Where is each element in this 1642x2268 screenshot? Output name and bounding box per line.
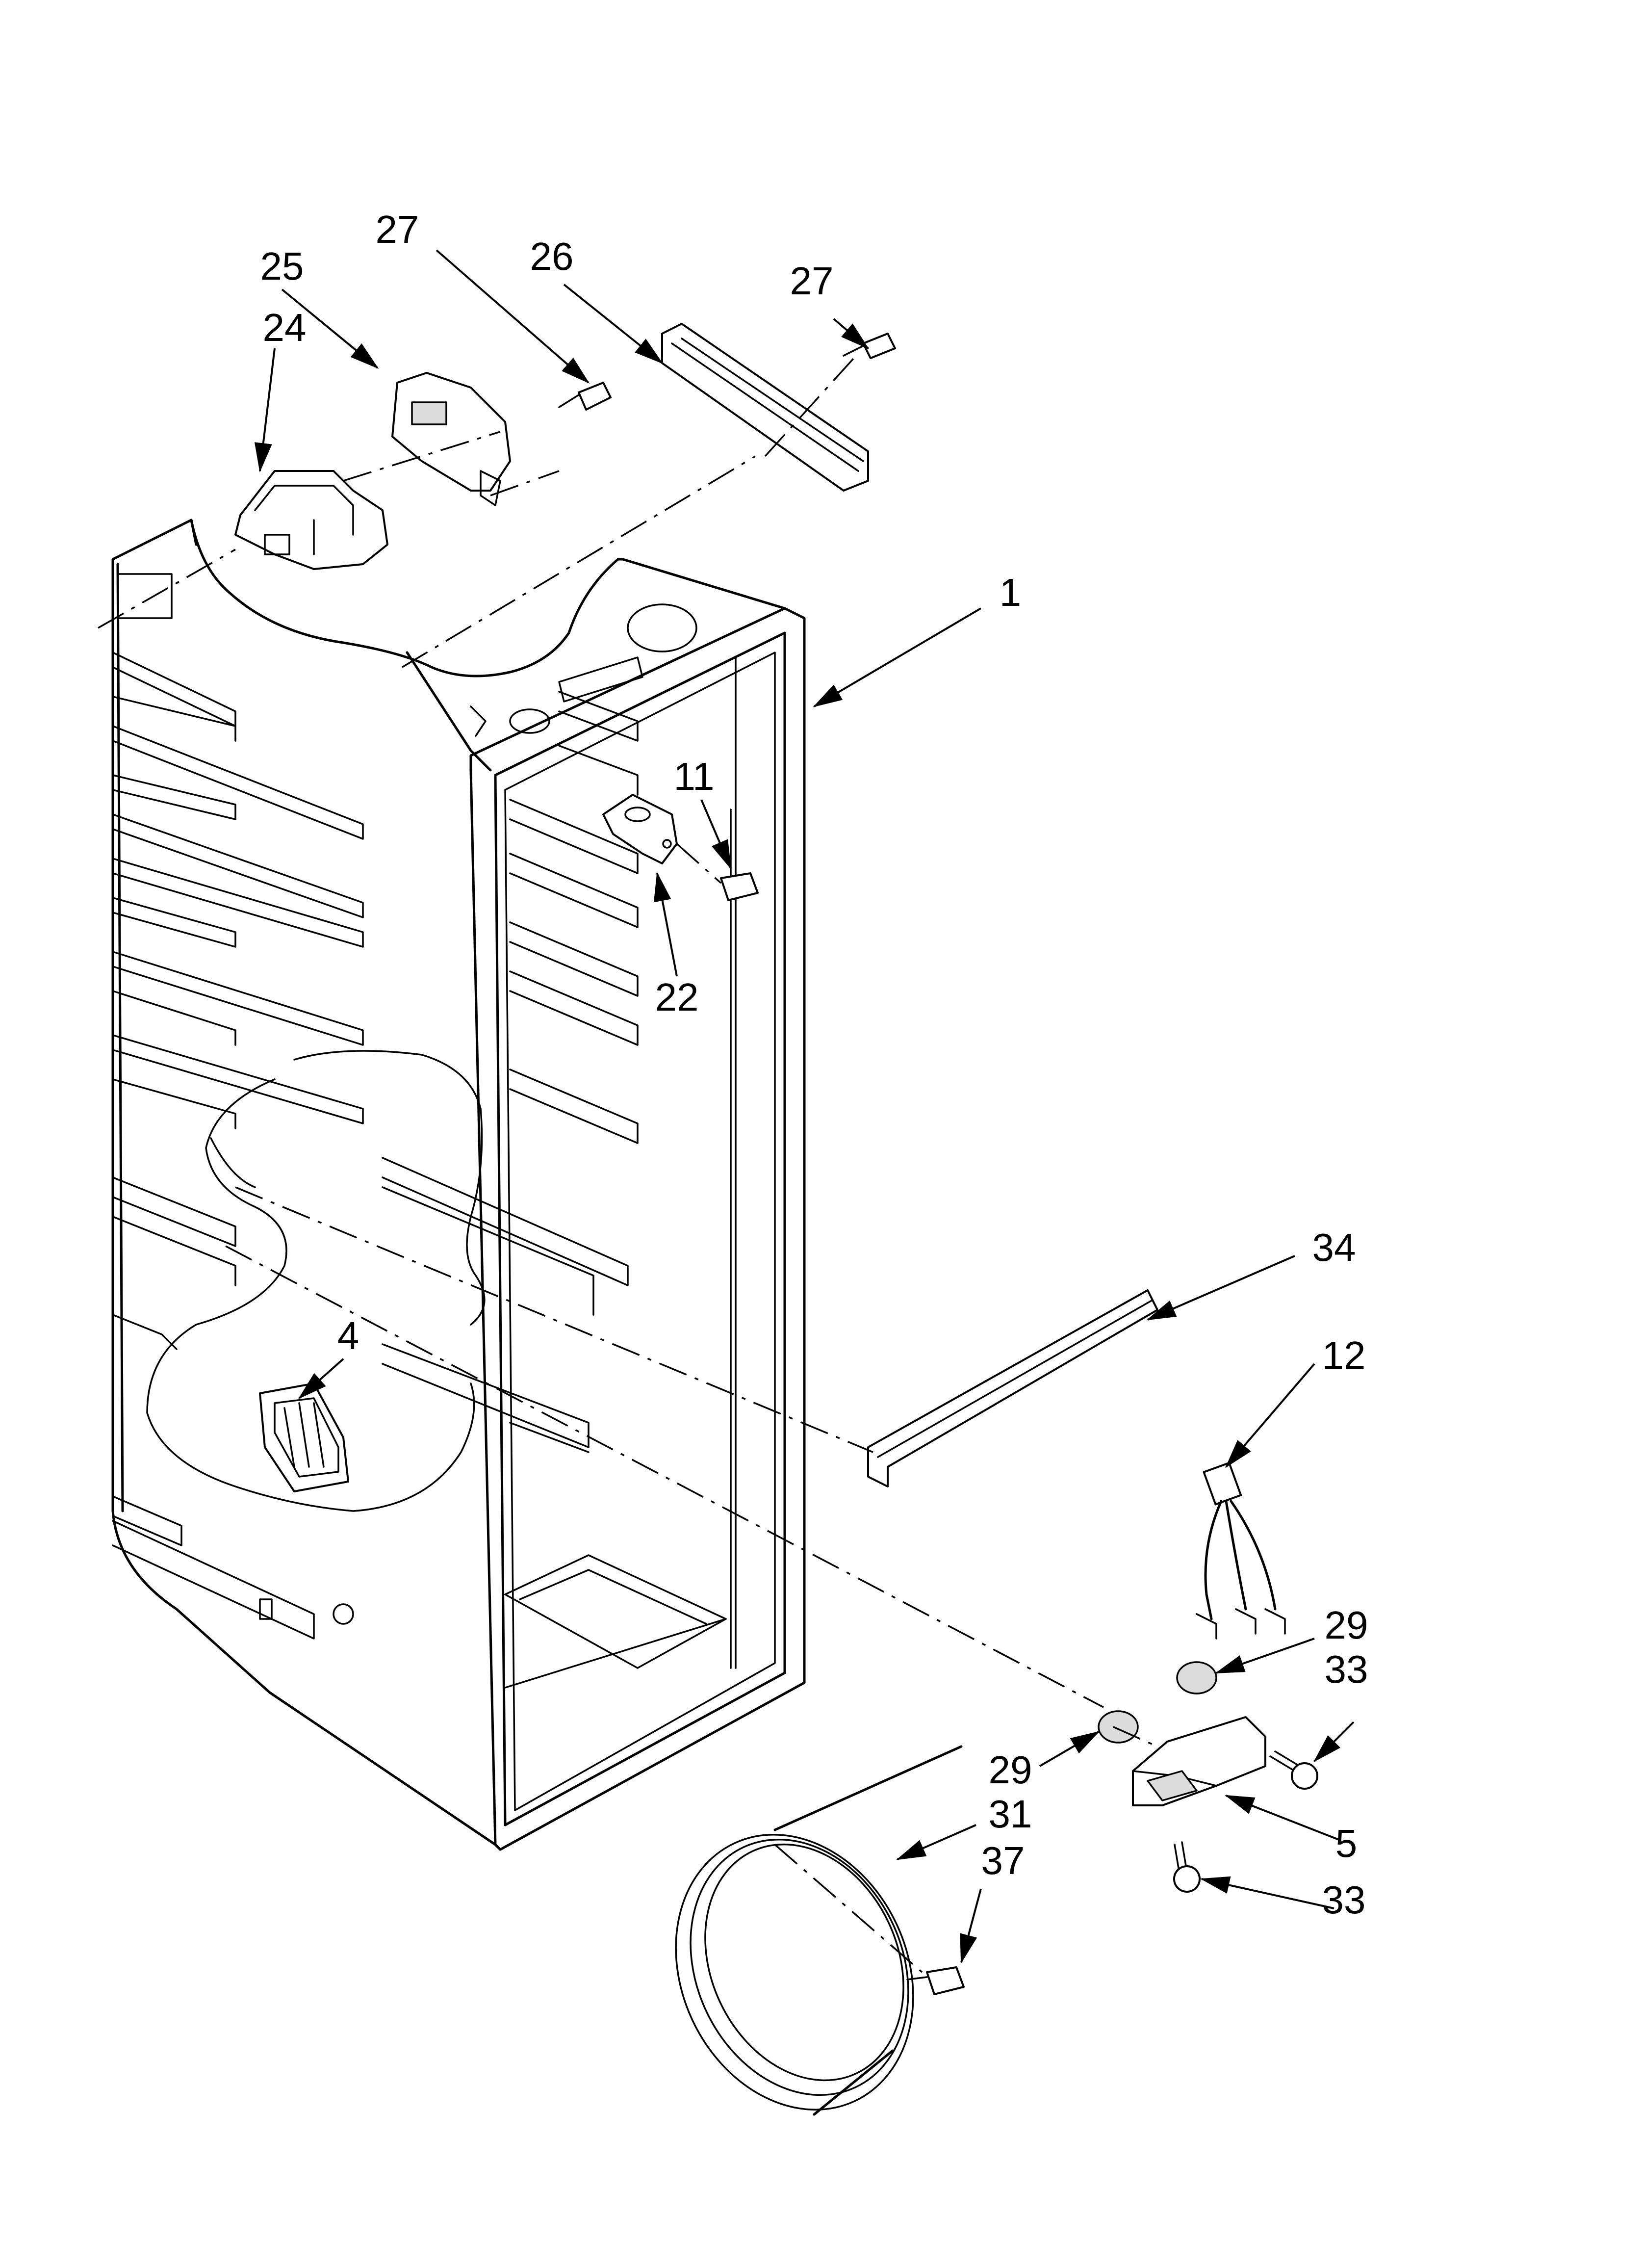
part-22-bracket xyxy=(602,794,678,864)
part-31-tubing xyxy=(675,1745,963,2116)
callout-label: 29 xyxy=(989,1748,1032,1792)
callout-label: 33 xyxy=(1322,1878,1366,1922)
callout-label: 33 xyxy=(1325,1647,1368,1691)
callout-label: 1 xyxy=(1000,571,1022,614)
part-33-pin-upper xyxy=(1269,1750,1318,1790)
part-27-screw-left xyxy=(558,382,612,411)
callout-label: 37 xyxy=(981,1839,1025,1882)
callout-label: 31 xyxy=(989,1792,1032,1836)
part-33-pin-lower xyxy=(1173,1841,1201,1893)
callout-label: 5 xyxy=(1335,1822,1358,1865)
callout-label: 34 xyxy=(1312,1225,1356,1269)
callout-label: 4 xyxy=(337,1314,359,1357)
callout-label: 27 xyxy=(376,208,419,251)
part-37-screw xyxy=(906,1966,965,1995)
part-29-grommet-upper xyxy=(1176,1661,1217,1694)
liner-cabinet xyxy=(111,519,806,1851)
callout-label: 12 xyxy=(1322,1333,1366,1377)
callout-label: 26 xyxy=(530,235,574,278)
callout-labels: 27 26 27 25 24 1 11 22 34 12 4 29 33 29 … xyxy=(260,208,1368,1922)
callout-label: 22 xyxy=(655,975,699,1019)
callout-label: 29 xyxy=(1325,1603,1368,1647)
part-12-wire-harness xyxy=(1196,1461,1286,1640)
callout-label: 24 xyxy=(263,306,307,349)
callout-label: 27 xyxy=(790,259,834,303)
part-26-rail xyxy=(661,323,869,492)
part-4-vent xyxy=(259,1382,349,1492)
assembly-lines xyxy=(98,352,1158,1973)
part-25-bracket xyxy=(391,372,511,506)
leader-lines xyxy=(254,249,1355,1964)
left-shelf-rails xyxy=(112,573,364,1640)
part-11-screw xyxy=(720,872,759,901)
part-5-housing xyxy=(1132,1716,1266,1806)
part-24-control-housing xyxy=(234,470,388,570)
part-27-screw-right xyxy=(843,333,896,359)
part-34-cover xyxy=(867,1289,1158,1487)
callout-label: 11 xyxy=(673,755,714,798)
callout-label: 25 xyxy=(260,244,304,288)
part-29-grommet-lower xyxy=(1098,1710,1139,1744)
